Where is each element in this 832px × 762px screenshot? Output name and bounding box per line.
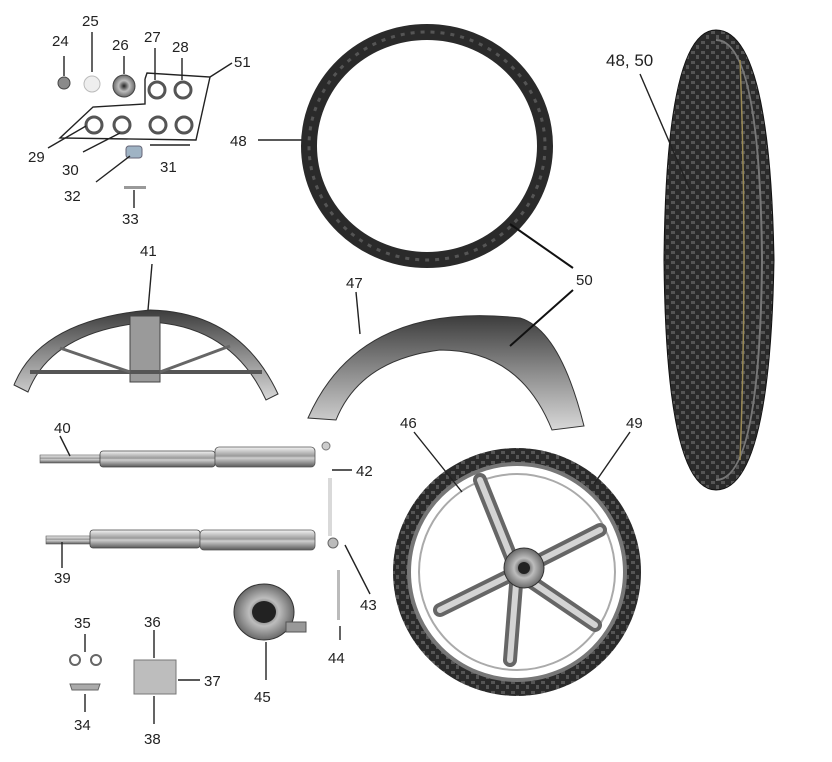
- front-wheel-46-49: [393, 448, 641, 696]
- callout-28: 28: [172, 39, 189, 56]
- callout-38: 38: [144, 731, 161, 748]
- fork-leg-39: [45, 529, 316, 551]
- callout-47: 47: [346, 275, 363, 292]
- washer-29: [84, 115, 104, 135]
- washer-31b: [174, 115, 194, 135]
- pin-33: [124, 186, 146, 189]
- callout-27: 27: [144, 29, 161, 46]
- callout-48-50: 48, 50: [606, 51, 653, 70]
- callout-34: 34: [74, 717, 91, 734]
- callout-32: 32: [64, 188, 81, 205]
- bearing-26: [112, 74, 136, 98]
- callout-50: 50: [576, 272, 593, 289]
- callout-36: 36: [144, 614, 161, 631]
- nut-24: [57, 76, 71, 90]
- callout-37: 37: [204, 673, 221, 690]
- washer-30: [112, 115, 132, 135]
- callout-49: 49: [626, 415, 643, 432]
- callout-29: 29: [28, 149, 45, 166]
- callout-labels: 24 25 26 27 28 51 29 30 31 32 33 41 40 3…: [28, 13, 653, 748]
- brake-parts-group: [69, 654, 177, 695]
- washer-25: [83, 75, 101, 93]
- rear-fender-47: [307, 315, 585, 431]
- leader-lines: [47, 32, 691, 724]
- callout-30: 30: [62, 162, 79, 179]
- washer-27: [147, 80, 167, 100]
- callout-51: 51: [234, 54, 251, 71]
- callout-31: 31: [160, 159, 177, 176]
- fork-leg-40: [39, 446, 316, 468]
- callout-48: 48: [230, 133, 247, 150]
- callout-43: 43: [360, 597, 377, 614]
- callout-33: 33: [122, 211, 139, 228]
- callout-35: 35: [74, 615, 91, 632]
- tire-side-view: [663, 29, 775, 491]
- fork-bolts-42-44: [321, 441, 340, 620]
- washer-31a: [148, 115, 168, 135]
- callout-46: 46: [400, 415, 417, 432]
- small-parts-group: [57, 74, 194, 189]
- callout-42: 42: [356, 463, 373, 480]
- callout-24: 24: [52, 33, 69, 50]
- kit-outline-51: [58, 72, 211, 141]
- brake-hub-45: [233, 583, 307, 641]
- callout-40: 40: [54, 420, 71, 437]
- callout-25: 25: [82, 13, 99, 30]
- callout-26: 26: [112, 37, 129, 54]
- callout-44: 44: [328, 650, 345, 667]
- front-fender-41: [13, 309, 279, 401]
- callout-45: 45: [254, 689, 271, 706]
- callout-41: 41: [140, 243, 157, 260]
- spacer-32: [125, 145, 143, 159]
- inner-tube-48: [301, 24, 553, 268]
- washer-28: [173, 80, 193, 100]
- callout-39: 39: [54, 570, 71, 587]
